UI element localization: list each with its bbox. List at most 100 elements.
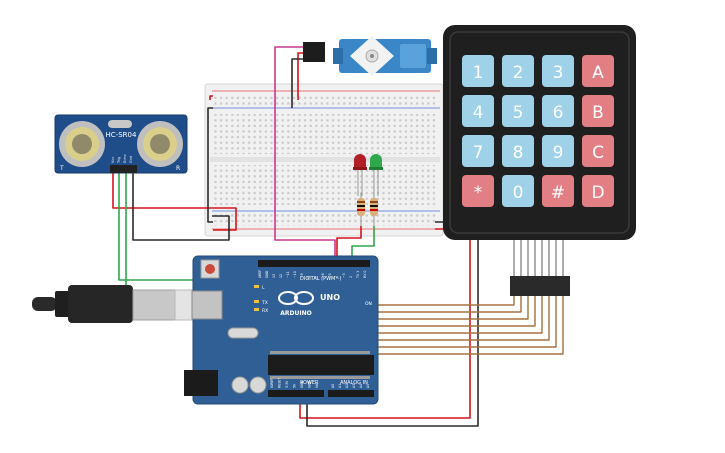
- keypad-key-label: 5: [513, 103, 524, 123]
- l-label: L: [262, 285, 265, 291]
- transducer-left: [59, 121, 105, 167]
- capacitor-2: [249, 376, 267, 394]
- capacitor-1: [231, 376, 249, 394]
- digital-pin-label: AREF: [258, 270, 262, 278]
- analog-pin-label: A2: [345, 384, 349, 388]
- keypad-connector-pins: [513, 240, 564, 276]
- keypad-key-9[interactable]: 9: [542, 135, 574, 167]
- analog-pin-label: A3: [352, 384, 356, 388]
- analog-pin-label: A0: [331, 384, 335, 388]
- power-jack: [184, 370, 218, 396]
- digital-pin-label: 2: [349, 276, 353, 278]
- keypad-key-label: C: [592, 143, 604, 163]
- keypad-key-*[interactable]: *: [462, 175, 494, 207]
- power-pin-label: GND: [308, 380, 312, 388]
- digital-pin-label: ~11: [286, 271, 290, 278]
- keypad-key-label: 9: [553, 143, 564, 163]
- breadboard: [204, 83, 444, 237]
- analog-label: ANALOG IN: [340, 380, 368, 386]
- digital-pin-label: ~3: [342, 273, 346, 278]
- keypad-key-label: B: [592, 103, 604, 123]
- power-label: POWER: [300, 380, 319, 386]
- digital-pin-label: RX 0: [363, 271, 367, 278]
- keypad-key-5[interactable]: 5: [502, 95, 534, 127]
- arduino-brand: ARDUINO: [280, 310, 311, 317]
- power-pin-label: 5V: [293, 383, 297, 388]
- keypad-key-label: 4: [473, 103, 484, 123]
- keypad-key-C[interactable]: C: [582, 135, 614, 167]
- keypad-key-0[interactable]: 0: [502, 175, 534, 207]
- keypad-connector: [510, 276, 570, 296]
- digital-pin-label: 8: [307, 276, 311, 278]
- keypad-key-label: 0: [513, 183, 524, 203]
- power-pin-label: GND: [300, 380, 304, 388]
- wire-rail-left-black: [207, 107, 213, 223]
- usb-port: [191, 290, 223, 320]
- sensor-pin-echo: Echo: [123, 155, 127, 164]
- transducer-right: [137, 121, 183, 167]
- keypad-key-label: 8: [513, 143, 524, 163]
- servo-motor[interactable]: [303, 36, 437, 76]
- digital-pin-label: GND: [265, 270, 269, 278]
- sensor-pin-trig: Trig: [117, 157, 121, 164]
- keypad-key-3[interactable]: 3: [542, 55, 574, 87]
- sensor-pin-vcc: Vcc: [111, 157, 115, 163]
- wire-rail-left-red: [209, 95, 213, 100]
- led-red[interactable]: [353, 154, 367, 196]
- keypad-key-label: 6: [553, 103, 564, 123]
- keypad-key-2[interactable]: 2: [502, 55, 534, 87]
- wire-servo-signal: [274, 46, 336, 262]
- digital-header: [258, 260, 370, 267]
- keypad-key-B[interactable]: B: [582, 95, 614, 127]
- on-label: ON: [365, 301, 372, 307]
- sensor-pin-gnd: Gnd: [129, 156, 133, 163]
- led-green[interactable]: [369, 154, 383, 196]
- digital-pin-label: 4: [335, 276, 339, 278]
- usb-cable[interactable]: [32, 285, 220, 323]
- digital-pin-label: 12: [279, 274, 283, 278]
- arduino-logo: [278, 291, 314, 305]
- ultrasonic-sensor[interactable]: HC-SR04 T R Vcc Trig Echo Gnd: [54, 114, 188, 174]
- keypad-key-7[interactable]: 7: [462, 135, 494, 167]
- analog-pin-label: A1: [338, 384, 342, 388]
- resistor-2[interactable]: [370, 193, 378, 226]
- keypad-key-label: #: [551, 183, 565, 203]
- sensor-t-label: T: [59, 165, 64, 172]
- power-pin-label: IOREF: [270, 378, 274, 388]
- wire-led-green: [351, 226, 375, 262]
- keypad-key-4[interactable]: 4: [462, 95, 494, 127]
- digital-label: DIGITAL (PWM~): [300, 276, 342, 282]
- keypad-key-label: *: [474, 183, 483, 203]
- atmega-chip: [268, 355, 374, 375]
- keypad-key-8[interactable]: 8: [502, 135, 534, 167]
- rx-label: RX: [262, 308, 268, 314]
- keypad-key-label: 2: [513, 63, 524, 83]
- digital-pin-label: 7: [314, 276, 318, 278]
- wire-led-red: [336, 226, 362, 262]
- resistor-1[interactable]: [357, 193, 365, 226]
- keypad-key-label: D: [591, 183, 604, 203]
- sensor-r-label: R: [176, 165, 180, 172]
- reset-button[interactable]: [205, 264, 215, 274]
- digital-pin-label: ~6: [321, 273, 325, 278]
- analog-header: [328, 390, 374, 397]
- keypad-key-6[interactable]: 6: [542, 95, 574, 127]
- keypad-key-D[interactable]: D: [582, 175, 614, 207]
- power-pin-label: RESET: [278, 378, 282, 388]
- keypad-key-A[interactable]: A: [582, 55, 614, 87]
- tx-label: TX: [261, 300, 268, 306]
- power-header: [268, 390, 324, 397]
- keypad-key-1[interactable]: 1: [462, 55, 494, 87]
- digital-pin-label: ~5: [328, 273, 332, 278]
- keypad-key-#[interactable]: #: [542, 175, 574, 207]
- digital-pin-label: TX 1: [356, 271, 360, 279]
- power-pin-label: Vin: [315, 383, 319, 388]
- digital-pin-label: ~9: [300, 273, 304, 278]
- keypad-key-label: 3: [553, 63, 564, 83]
